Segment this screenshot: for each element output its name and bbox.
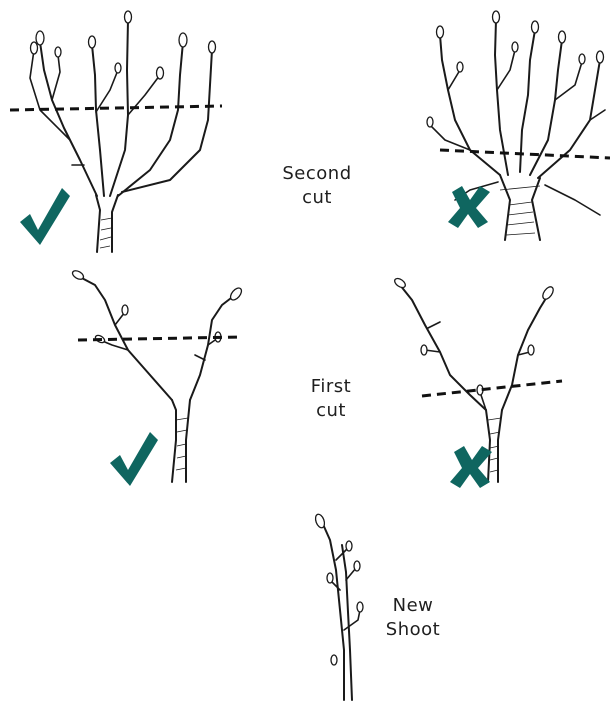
shoot-first-cut-incorrect — [393, 277, 562, 482]
check-mark-icon — [20, 188, 70, 245]
cross-mark-icon — [448, 186, 490, 228]
cross-mark-icon — [450, 446, 492, 488]
bush-second-cut-incorrect — [427, 11, 610, 240]
first-cut-label: First cut — [276, 375, 386, 423]
shoot-first-cut-correct — [71, 269, 244, 482]
bush-second-cut-correct — [10, 11, 222, 252]
new-shoot — [314, 513, 363, 700]
check-mark-icon — [110, 432, 158, 486]
second-cut-label: Second cut — [262, 162, 372, 210]
new-shoot-label: New Shoot — [358, 594, 468, 642]
